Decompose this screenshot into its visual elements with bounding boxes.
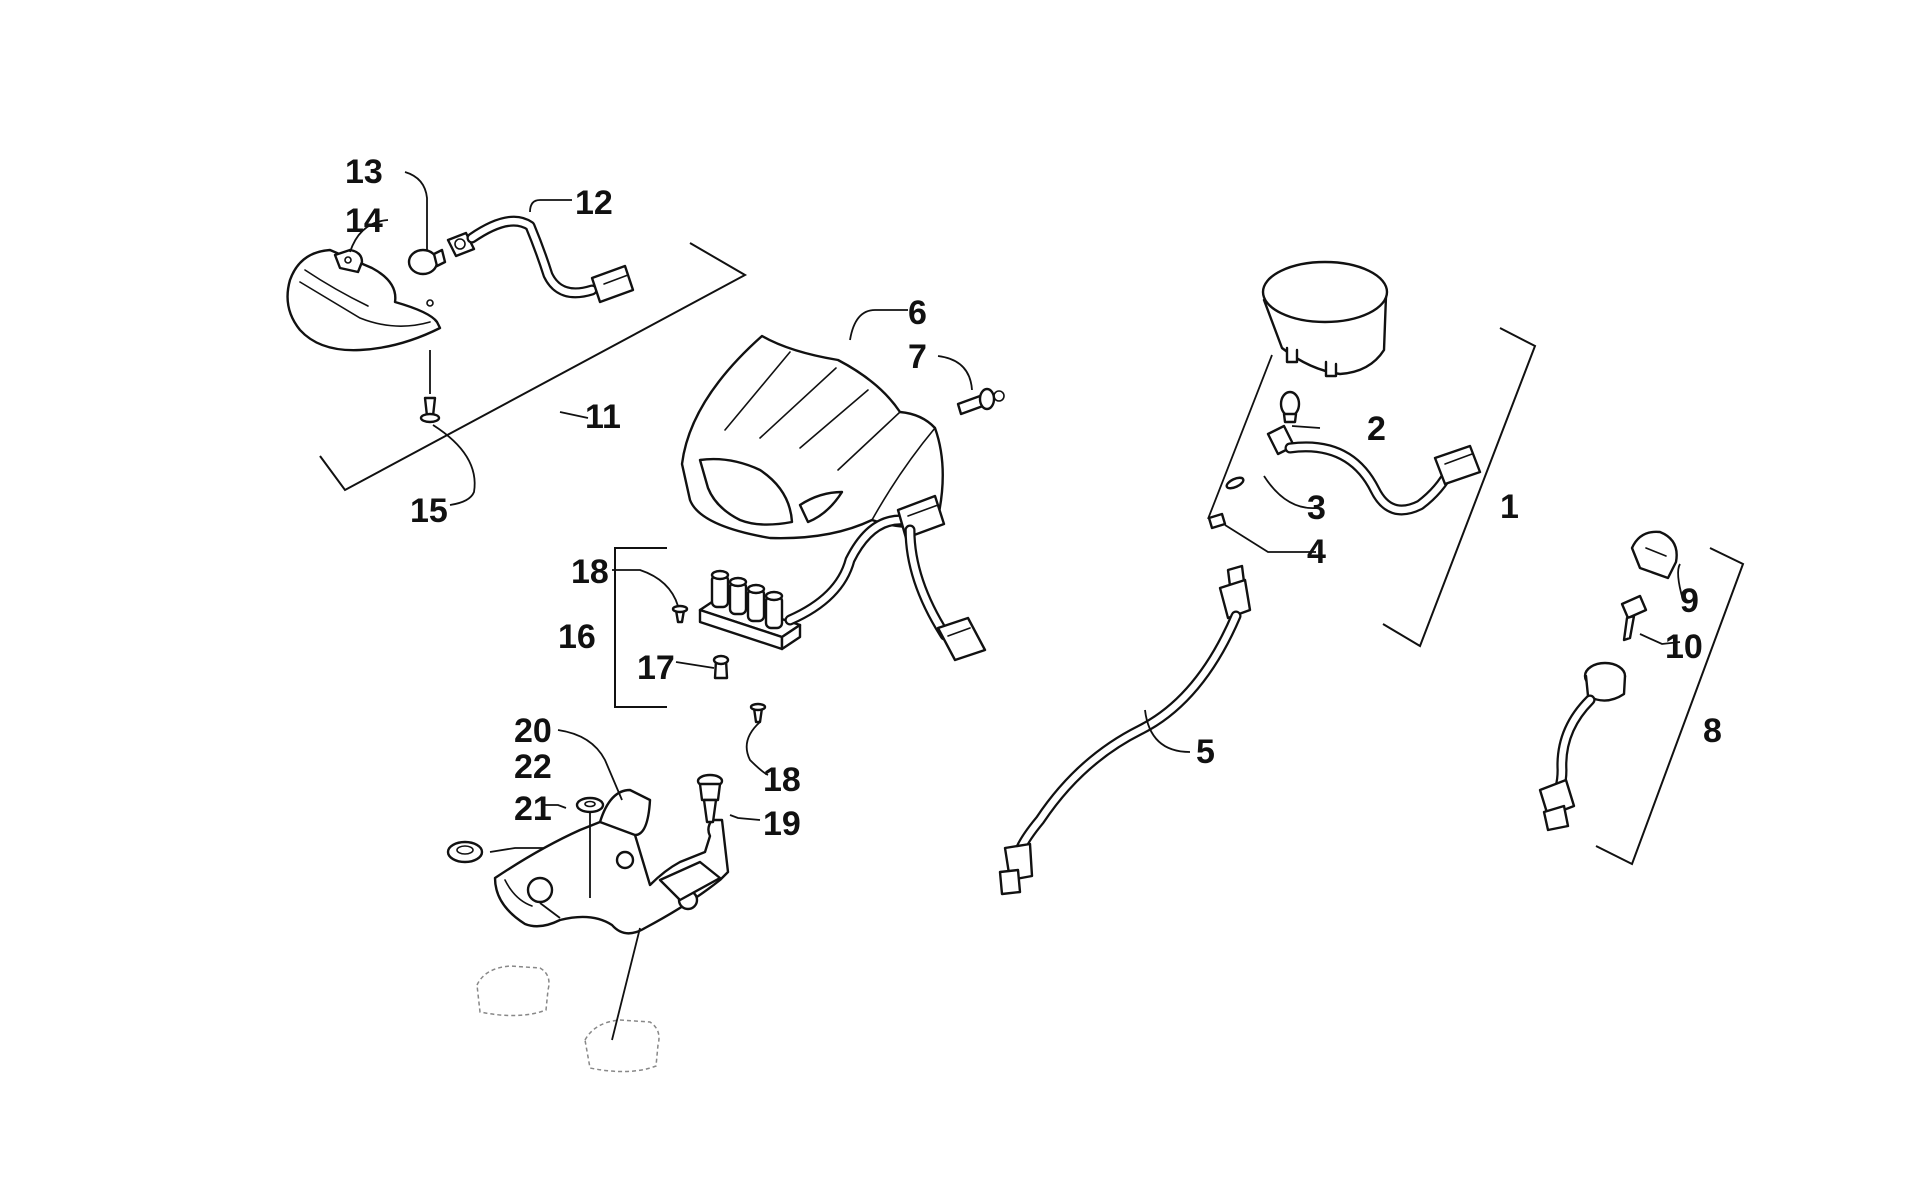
cowl-screw [956,387,1005,416]
bank-screw-bottom [749,702,767,724]
callout-13: 13 [345,153,383,191]
callout-11: 11 [585,398,621,436]
callout-18b: 18 [763,761,801,799]
bracket-group-1 [1382,327,1537,648]
speedometer-gauge [1261,260,1389,378]
bracket-bolt [696,773,724,824]
indicator-bulb [712,654,730,680]
speedometer-harness [1266,424,1482,516]
callout-14: 14 [345,202,383,240]
callout-5: 5 [1196,733,1215,771]
speedometer-cable [998,564,1252,896]
speedometer-o-ring [1207,354,1273,520]
mounting-bracket [493,788,730,935]
callout-7: 7 [908,338,927,376]
callout-16: 16 [558,618,596,656]
callout-6: 6 [908,294,927,332]
ghost-mount-1 [476,965,550,1017]
callout-21: 21 [514,790,552,828]
tail-light-screw [419,350,441,424]
callout-8: 8 [1703,712,1722,750]
ignition-switch [1538,661,1627,832]
tail-light-bulb [407,248,447,276]
rubber-grommet [446,840,484,864]
ghost-mount-2 [584,1019,660,1073]
callout-12: 12 [575,184,613,222]
callout-20: 20 [514,712,552,750]
callout-10: 10 [1665,628,1703,666]
callout-22: 22 [514,748,552,786]
callout-2: 2 [1367,410,1386,448]
callout-1: 1 [1500,488,1519,526]
callout-18a: 18 [571,553,609,591]
callout-15: 15 [410,492,448,530]
callout-17: 17 [637,649,675,687]
ignition-cap [1630,530,1678,580]
indicator-light-bank [698,494,987,662]
bracket-group-8 [1595,547,1745,866]
tail-light-harness [446,215,635,304]
callout-9: 9 [1680,582,1699,620]
bracket-group-16 [614,547,667,708]
bracket-group-11 [319,242,748,492]
headlight-cowl [680,334,944,540]
speedometer-clip [1207,512,1227,530]
bank-screw-top [671,604,689,624]
washer [575,796,605,898]
tail-light-housing [286,248,442,352]
callout-4: 4 [1307,533,1326,571]
ignition-key [1620,594,1648,642]
callout-19: 19 [763,805,801,843]
callout-3: 3 [1307,489,1326,527]
speedometer-bulb [1279,390,1301,424]
